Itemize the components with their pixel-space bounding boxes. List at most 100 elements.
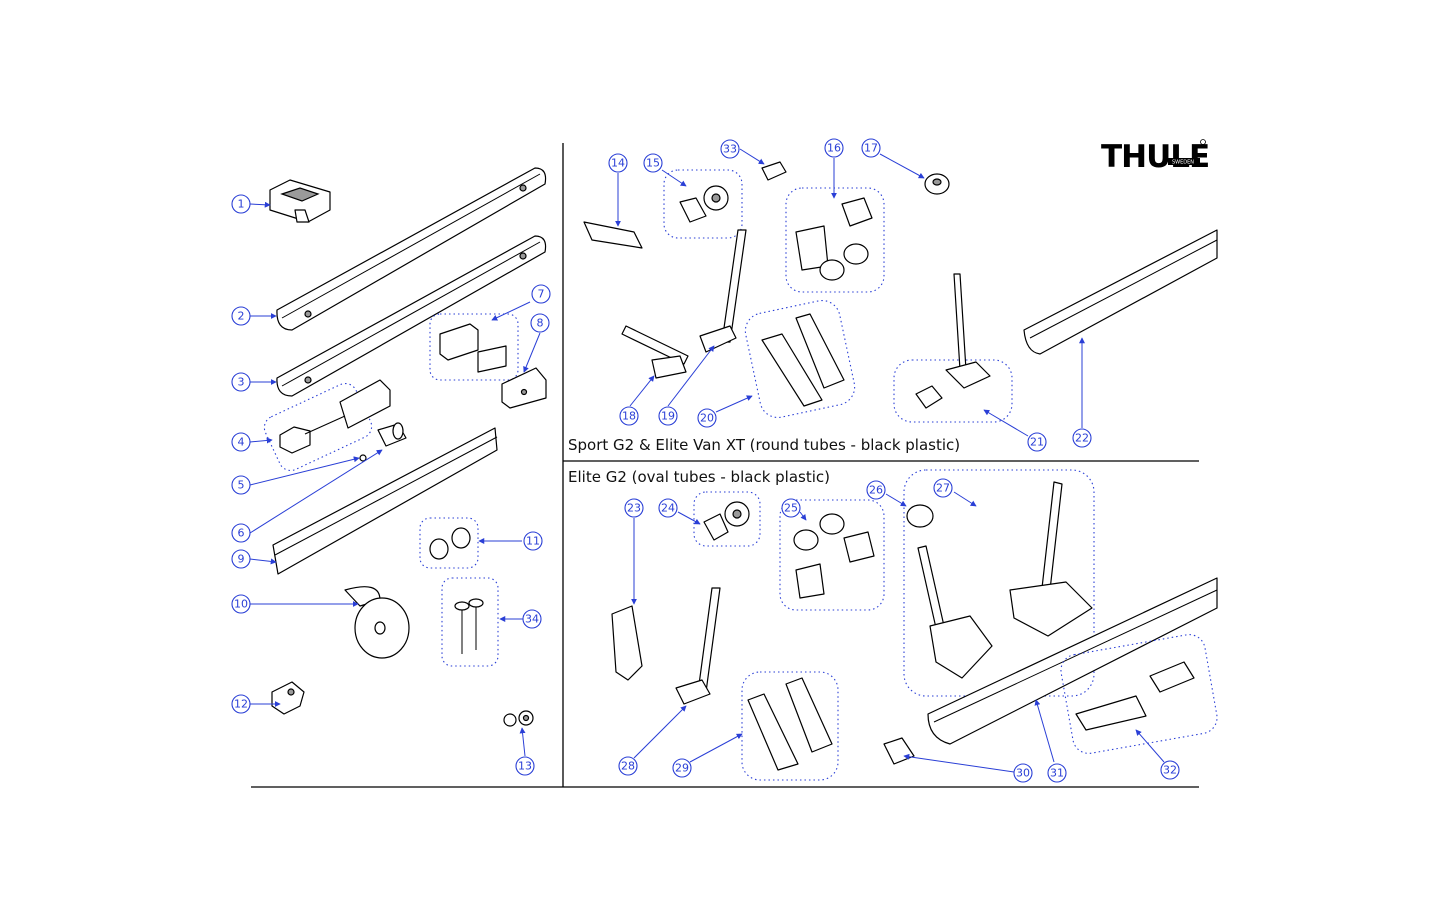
section-label-oval-tubes: Elite G2 (oval tubes - black plastic) (568, 468, 830, 486)
svg-text:23: 23 (627, 502, 641, 515)
svg-text:11: 11 (526, 535, 540, 548)
part-16-tube-fittings (795, 197, 873, 281)
callout-21: 21 (1027, 432, 1047, 452)
part-24-knob (703, 501, 750, 541)
svg-text:34: 34 (525, 613, 539, 626)
part-26-clamp (906, 504, 934, 528)
callout-9: 9 (231, 549, 251, 569)
part-12-knob (271, 681, 305, 715)
callout-28: 28 (618, 756, 638, 776)
callout-15: 15 (643, 153, 663, 173)
svg-text:18: 18 (622, 410, 636, 423)
svg-text:19: 19 (661, 410, 675, 423)
callout-33: 33 (720, 139, 740, 159)
group-15-outline (663, 169, 743, 239)
group-25-outline (779, 499, 885, 611)
group-21-outline (893, 359, 1013, 423)
part-2-rail (276, 167, 547, 331)
part-14-wedge (583, 221, 643, 249)
part-11-clamps (429, 527, 471, 560)
svg-text:6: 6 (238, 527, 245, 540)
callout-25: 25 (781, 498, 801, 518)
svg-text:20: 20 (700, 412, 714, 425)
svg-text:30: 30 (1016, 767, 1030, 780)
svg-text:22: 22 (1075, 432, 1089, 445)
group-11-outline (419, 517, 479, 569)
callout-31: 31 (1047, 763, 1067, 783)
callout-22: 22 (1072, 428, 1092, 448)
part-15-knob (679, 185, 729, 223)
part-27-uprights (917, 481, 1093, 679)
callout-23: 23 (624, 498, 644, 518)
group-20-outline (744, 299, 856, 419)
svg-text:9: 9 (238, 553, 245, 566)
part-13-nuts (503, 710, 534, 727)
thule-logo: THULE SWEDEN (1101, 139, 1210, 175)
svg-text:21: 21 (1030, 436, 1044, 449)
part-20-holders (761, 313, 845, 407)
part-23-holder (611, 605, 643, 681)
part-4-end-assembly (279, 379, 391, 454)
part-29-holders (747, 677, 833, 771)
group-34-outline (441, 577, 499, 667)
svg-text:8: 8 (537, 317, 544, 330)
svg-text:12: 12 (234, 698, 248, 711)
part-32-brackets (1075, 661, 1195, 731)
callout-29: 29 (672, 758, 692, 778)
callout-32: 32 (1160, 760, 1180, 780)
part-10-tape-roll (344, 586, 410, 659)
svg-text:SWEDEN: SWEDEN (1172, 160, 1194, 166)
group-16-outline (785, 187, 885, 293)
callout-8: 8 (530, 313, 550, 333)
part-8-bracket (501, 367, 547, 409)
svg-text:1: 1 (238, 198, 245, 211)
svg-text:24: 24 (661, 502, 675, 515)
group-4-outline (263, 382, 373, 472)
part-21-upright-assembly (915, 273, 991, 409)
part-25-tube-fittings (793, 513, 875, 599)
callout-19: 19 (658, 406, 678, 426)
callout-14: 14 (608, 153, 628, 173)
callout-30: 30 (1013, 763, 1033, 783)
callout-3: 3 (231, 372, 251, 392)
callout-20: 20 (697, 408, 717, 428)
svg-text:16: 16 (827, 142, 841, 155)
svg-text:13: 13 (518, 760, 532, 773)
svg-text:27: 27 (936, 482, 950, 495)
part-6-cap (377, 422, 407, 447)
svg-text:THULE: THULE (1101, 139, 1209, 175)
section-label-round-tubes: Sport G2 & Elite Van XT (round tubes - b… (568, 436, 960, 454)
part-17-clamp (924, 173, 950, 195)
part-31-oval-bar (927, 577, 1218, 745)
part-18-arm (621, 325, 689, 379)
svg-text:28: 28 (621, 760, 635, 773)
svg-text:25: 25 (784, 502, 798, 515)
svg-text:7: 7 (538, 288, 545, 301)
part-19-upright (699, 229, 747, 353)
callout-7: 7 (531, 284, 551, 304)
part-3-rail (276, 235, 547, 397)
svg-text:33: 33 (723, 143, 737, 156)
part-30-end-cap (883, 737, 915, 765)
callout-17: 17 (861, 138, 881, 158)
group-27-outline (903, 469, 1095, 697)
part-5-screw (359, 454, 367, 462)
svg-text:15: 15 (646, 157, 660, 170)
svg-text:10: 10 (234, 598, 248, 611)
part-22-tube (1023, 229, 1218, 355)
callout-16: 16 (824, 138, 844, 158)
callout-11: 11 (523, 531, 543, 551)
part-28-upright (675, 587, 721, 705)
svg-text:31: 31 (1050, 767, 1064, 780)
svg-text:17: 17 (864, 142, 878, 155)
svg-text:29: 29 (675, 762, 689, 775)
svg-text:2: 2 (238, 310, 245, 323)
svg-text:4: 4 (238, 436, 245, 449)
svg-text:5: 5 (238, 479, 245, 492)
callout-5: 5 (231, 475, 251, 495)
part-34-bolts (454, 598, 484, 654)
callout-2: 2 (231, 306, 251, 326)
svg-text:32: 32 (1163, 764, 1177, 777)
callout-12: 12 (231, 694, 251, 714)
